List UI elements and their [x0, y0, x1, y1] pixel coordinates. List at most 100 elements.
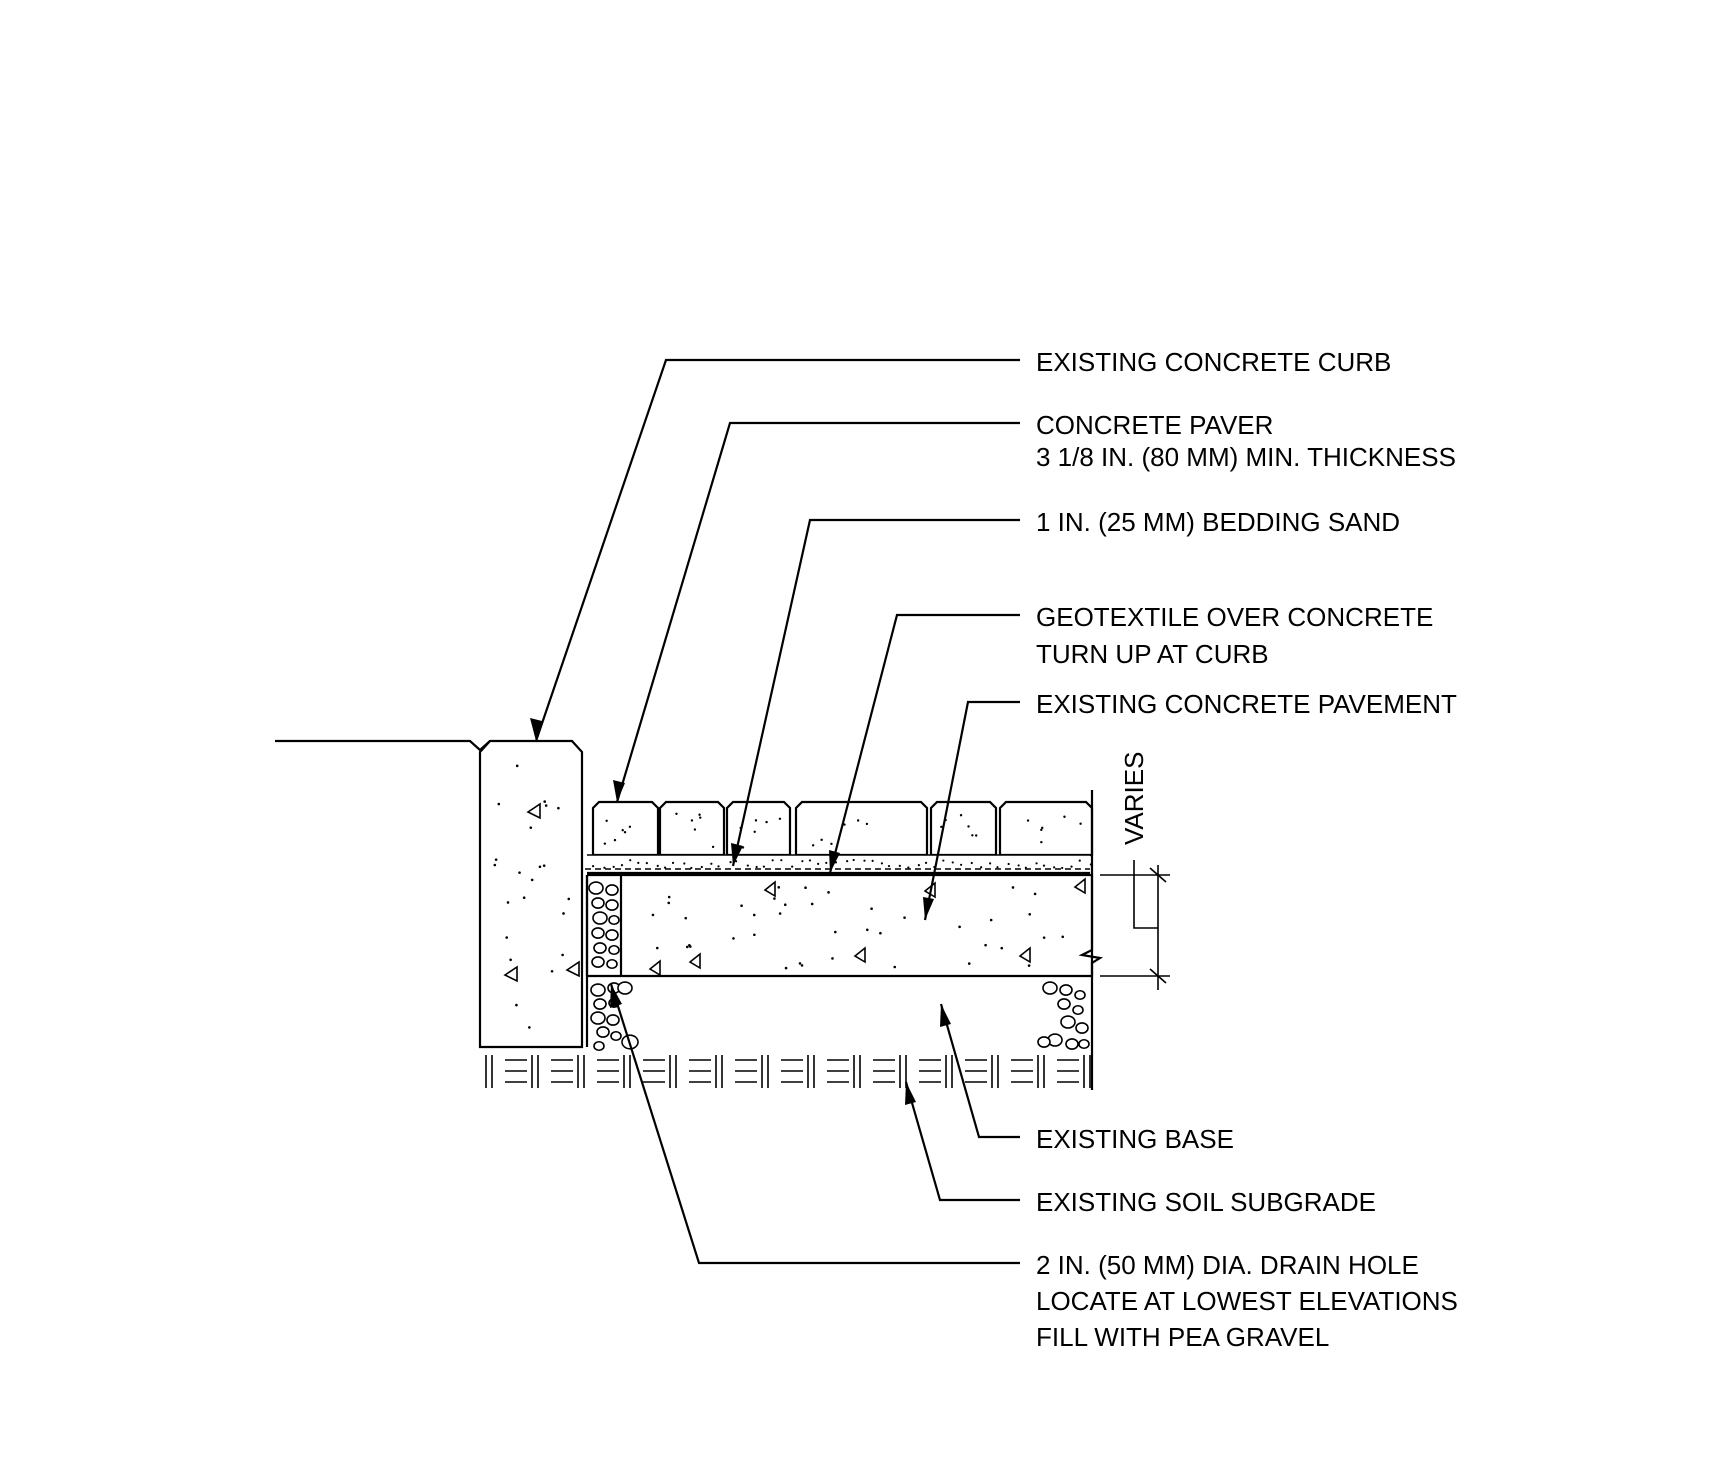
callout-paver-title: CONCRETE PAVER [1036, 410, 1273, 440]
gravel-pebble [1042, 981, 1058, 995]
gravel-pebble [606, 1014, 620, 1026]
slab-stipple-dot [667, 901, 671, 905]
slab-aggregate-triangle [853, 946, 866, 964]
slab-stipple-dot [1042, 936, 1046, 939]
sand-dot [1042, 864, 1046, 867]
paver-stipple-dot [830, 842, 833, 846]
paver-stipple-dot [974, 834, 978, 837]
gravel-pebble [610, 1030, 622, 1042]
paver-stipple-dot [628, 825, 632, 828]
sand-dot [817, 862, 820, 866]
paver-stipple-dot [754, 819, 758, 822]
sand-dot [645, 862, 648, 865]
paver-stipple-dot [605, 819, 608, 822]
varies-dimension: VARIES [1100, 752, 1170, 990]
slab-aggregate-triangle [648, 959, 661, 977]
slab-stipple-dot [783, 903, 787, 906]
sand-dot [942, 859, 945, 862]
sand-dot [1035, 862, 1038, 865]
bedding-sand-layer [587, 854, 1092, 873]
pea-gravel [585, 875, 1090, 1052]
concrete-pavers [591, 800, 1094, 857]
slab-stipple-dot [958, 925, 961, 929]
sand-dot [863, 859, 866, 862]
curb-stipple-dot [515, 1003, 518, 1007]
sand-dot [755, 865, 758, 869]
paver-stipple-dot [1040, 828, 1043, 832]
callout-curb: EXISTING CONCRETE CURB [1036, 347, 1391, 377]
curb-stipple-dot [544, 804, 548, 807]
gravel-pebble [588, 881, 604, 895]
gravel-pebble [596, 1026, 610, 1038]
sand-dot [656, 864, 659, 867]
curb-aggregate-triangle [526, 802, 541, 820]
sand-dot [1017, 864, 1020, 867]
slab-stipple-dot [784, 966, 788, 970]
sand-dot [791, 865, 794, 868]
paver-stipple-dot [675, 812, 678, 816]
gravel-pebble [606, 958, 618, 970]
slab-stipple-dot [655, 946, 659, 950]
slab-stipple-dot [834, 930, 837, 934]
paver-stipple-dot [1040, 840, 1043, 844]
callout-bedding-sand: 1 IN. (25 MM) BEDDING SAND [1036, 507, 1400, 537]
sand-dot [1007, 862, 1010, 866]
sand-dot [871, 859, 874, 862]
sand-dot [907, 866, 910, 869]
existing-grade-line [275, 739, 491, 752]
slab-stipple-dot [777, 886, 781, 889]
slab-stipple-dot [684, 916, 688, 920]
slab-stipple-dot [732, 937, 735, 940]
gravel-pebble [590, 1011, 606, 1025]
sand-dot [887, 864, 891, 868]
paver-stipple-dot [1063, 815, 1066, 818]
curb-stipple-dot [515, 764, 519, 768]
curb-stipple-dot [550, 969, 554, 973]
sand-dot [960, 863, 963, 866]
sand-dot [780, 859, 783, 862]
leader-drain [609, 983, 1020, 1265]
sand-dot [620, 864, 624, 867]
paver-stipple-dot [753, 830, 756, 834]
curb-aggregate-triangle [565, 960, 580, 978]
callout-concrete-pavement: EXISTING CONCRETE PAVEMENT [1036, 689, 1457, 719]
gravel-pebble [1059, 984, 1073, 996]
curb-stipple-dot [543, 800, 547, 803]
gravel-pebble [608, 914, 620, 926]
gravel-pebble [590, 983, 606, 997]
slab-stipple-dot [798, 962, 802, 965]
paver-stipple-dot [621, 829, 624, 832]
curb-stipple-dot [557, 806, 560, 810]
gravel-pebble [1037, 1036, 1051, 1048]
existing-concrete-pavement [585, 873, 1104, 978]
paver-stipple-dot [623, 830, 627, 834]
paver-stipple-dot [778, 817, 782, 821]
callout-existing-base: EXISTING BASE [1036, 1124, 1234, 1154]
slab-aggregate-triangle [763, 880, 776, 898]
sand-stipple [591, 858, 1092, 870]
sand-dot [629, 859, 632, 862]
concrete-curb [478, 739, 584, 1049]
slab-stipple-dot [827, 891, 830, 894]
gravel-pebble [591, 956, 605, 968]
sand-dot [880, 862, 884, 865]
gravel-pebble [1074, 989, 1086, 1001]
gravel-pebble [1065, 1038, 1079, 1050]
slab-stipple-dot [870, 907, 873, 911]
paver-stipple-dot [693, 828, 697, 831]
sand-dot [917, 864, 920, 867]
sand-dot [846, 859, 849, 863]
gravel-pebble [593, 998, 607, 1010]
sand-dot [762, 865, 766, 868]
paver-stipple-dot [765, 820, 768, 824]
sand-dot [852, 858, 855, 862]
paver-stipple-dot [711, 845, 715, 849]
slab-stipple-dot [685, 945, 689, 949]
slab-aggregate-hatch [648, 877, 1086, 977]
gravel-pebble [1078, 1038, 1090, 1050]
sand-dot [1053, 866, 1056, 869]
slab-stipple-dot [967, 962, 971, 965]
slab-aggregate-triangle [688, 952, 701, 970]
slab-stipple-dot [1033, 892, 1037, 896]
curb-stipple-dot [509, 958, 512, 962]
